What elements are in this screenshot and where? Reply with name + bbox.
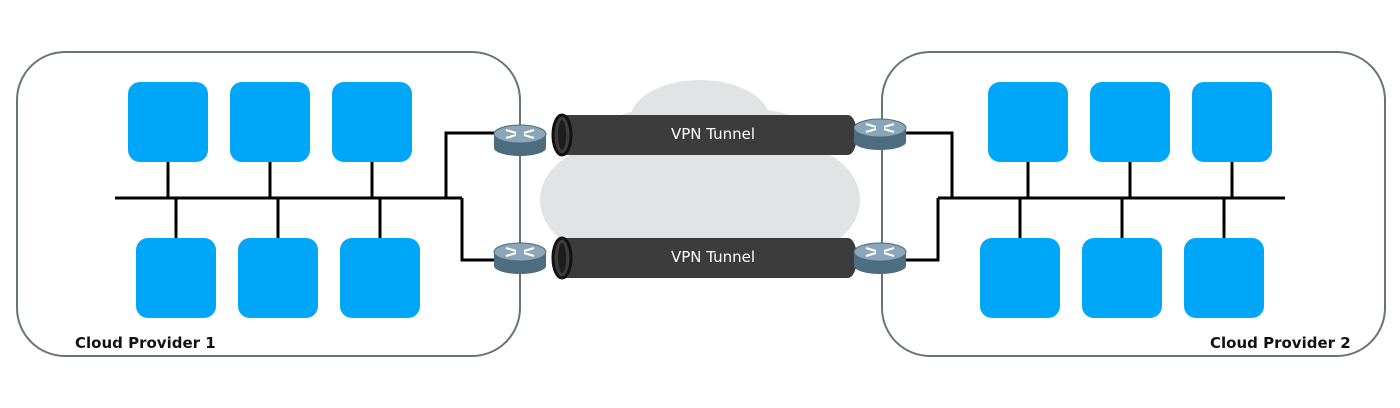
server-node [1192,82,1272,162]
server-node [1082,238,1162,318]
server-node [238,238,318,318]
vpn-tunnel-bottom [551,236,857,280]
router-icon [493,124,547,156]
provider-2-label: Cloud Provider 2 [1210,334,1351,352]
server-node [230,82,310,162]
provider-1-nodes [128,82,420,318]
server-node [1184,238,1264,318]
cloud-provider-2-container [881,51,1386,357]
provider-2-nodes [980,82,1272,318]
vpn-tunnel-label: VPN Tunnel [670,125,756,143]
server-node [332,82,412,162]
server-node [128,82,208,162]
server-node [1090,82,1170,162]
provider-2-network-links [900,131,1285,262]
provider-1-label: Cloud Provider 1 [75,334,216,352]
server-node [980,238,1060,318]
router-icon [493,242,547,274]
server-node [136,238,216,318]
vpn-tunnel-label: VPN Tunnel [670,248,756,266]
router-icon [853,242,907,274]
vpn-tunnel-top [551,113,857,157]
server-node [988,82,1068,162]
server-node [340,238,420,318]
router-icon [853,118,907,150]
provider-1-network-links [115,131,500,262]
cloud-provider-1-container [16,51,521,357]
